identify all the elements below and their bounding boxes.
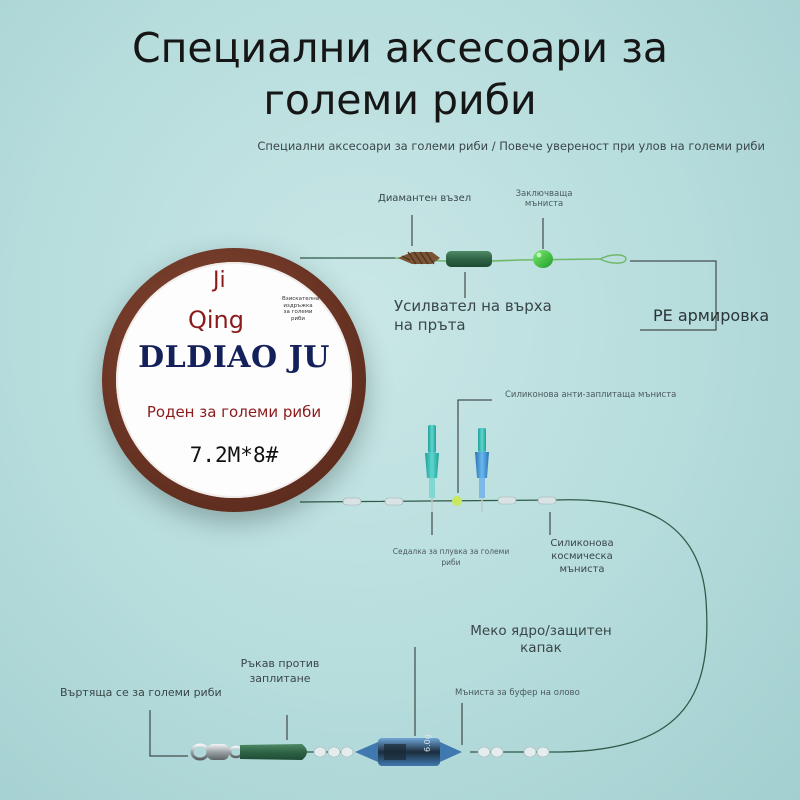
label-float-seat: Седалка за плувка за големи риби [385, 546, 517, 568]
spool-label-face [116, 262, 352, 498]
diamond-knot-icon [398, 251, 440, 265]
brand-slogan: Роден за големи риби [146, 403, 322, 421]
brand-line-2: Qing [188, 306, 245, 334]
label-diamond-knot: Диамантен възел [378, 193, 472, 204]
swivel-icon [190, 743, 244, 761]
label-silicone-anti-tangle-bead: Силиконова анти-заплитаща мъниста [505, 390, 677, 400]
page-title: Специални аксесоари за големи риби [0, 22, 800, 126]
label-silicone-space-bead-line-2: космическа [551, 551, 613, 562]
sinker-icon: 6.0g [355, 734, 462, 766]
label-locking-bead-line-1: Заключваща [515, 189, 573, 199]
label-rod-tip-booster: Усилвател на върха на пръта [394, 297, 552, 335]
label-silicone-space-bead-line-1: Силиконова [550, 538, 614, 549]
label-soft-core-line-1: Меко ядро/защитен [470, 623, 612, 639]
label-silicone-space-bead: Силиконова космическа мъниста [540, 537, 624, 576]
anti-tangle-sleeve-icon [240, 744, 307, 760]
float-seat-blue-icon [475, 428, 489, 512]
label-swivel: Въртяща се за големи риби [60, 686, 222, 699]
label-locking-bead: Заключваща мъниста [506, 189, 582, 209]
label-lead-buffer-bead: Мъниста за буфер на олово [455, 688, 580, 698]
title-line-2: големи риби [263, 76, 537, 124]
anti-tangle-bead-icon [452, 496, 462, 506]
top-loop [599, 254, 627, 264]
label-pe-reinforcement: PE армировка [653, 306, 770, 325]
label-soft-core-line-2: капак [520, 640, 562, 656]
label-silicone-space-bead-line-3: мъниста [559, 564, 605, 575]
float-seat-teal-icon [425, 425, 439, 512]
label-locking-bead-line-2: мъниста [524, 199, 564, 209]
brand-main: DLDIAO JU [138, 340, 330, 375]
page-subtitle: Специални аксесоари за големи риби / Пов… [257, 139, 765, 153]
label-float-seat-line-2: риби [441, 558, 461, 567]
rod-tip-booster-icon [446, 251, 492, 267]
label-rod-tip-booster-line-1: Усилвател на върха [394, 297, 552, 315]
sinker-weight-text: 6.0g [423, 734, 432, 752]
label-anti-tangle-sleeve-line-2: заплитане [249, 672, 311, 685]
label-rod-tip-booster-line-2: на пръта [394, 316, 466, 334]
spool-small-note: Взискателна издръжка за големи риби [282, 296, 320, 322]
brand-line-1: Ji [213, 268, 226, 293]
middle-main-line [299, 499, 708, 753]
label-float-seat-line-1: Седалка за плувка за големи [392, 547, 510, 556]
title-line-1: Специални аксесоари за [131, 24, 669, 72]
label-anti-tangle-sleeve-line-1: Ръкав против [240, 657, 320, 670]
locking-bead-icon [533, 250, 553, 268]
label-anti-tangle-sleeve: Ръкав против заплитане [232, 656, 328, 686]
label-soft-core: Меко ядро/защитен капак [466, 623, 616, 657]
line-spec: 7.2M*8# [189, 443, 279, 467]
middle-space-beads-icon [342, 496, 557, 506]
